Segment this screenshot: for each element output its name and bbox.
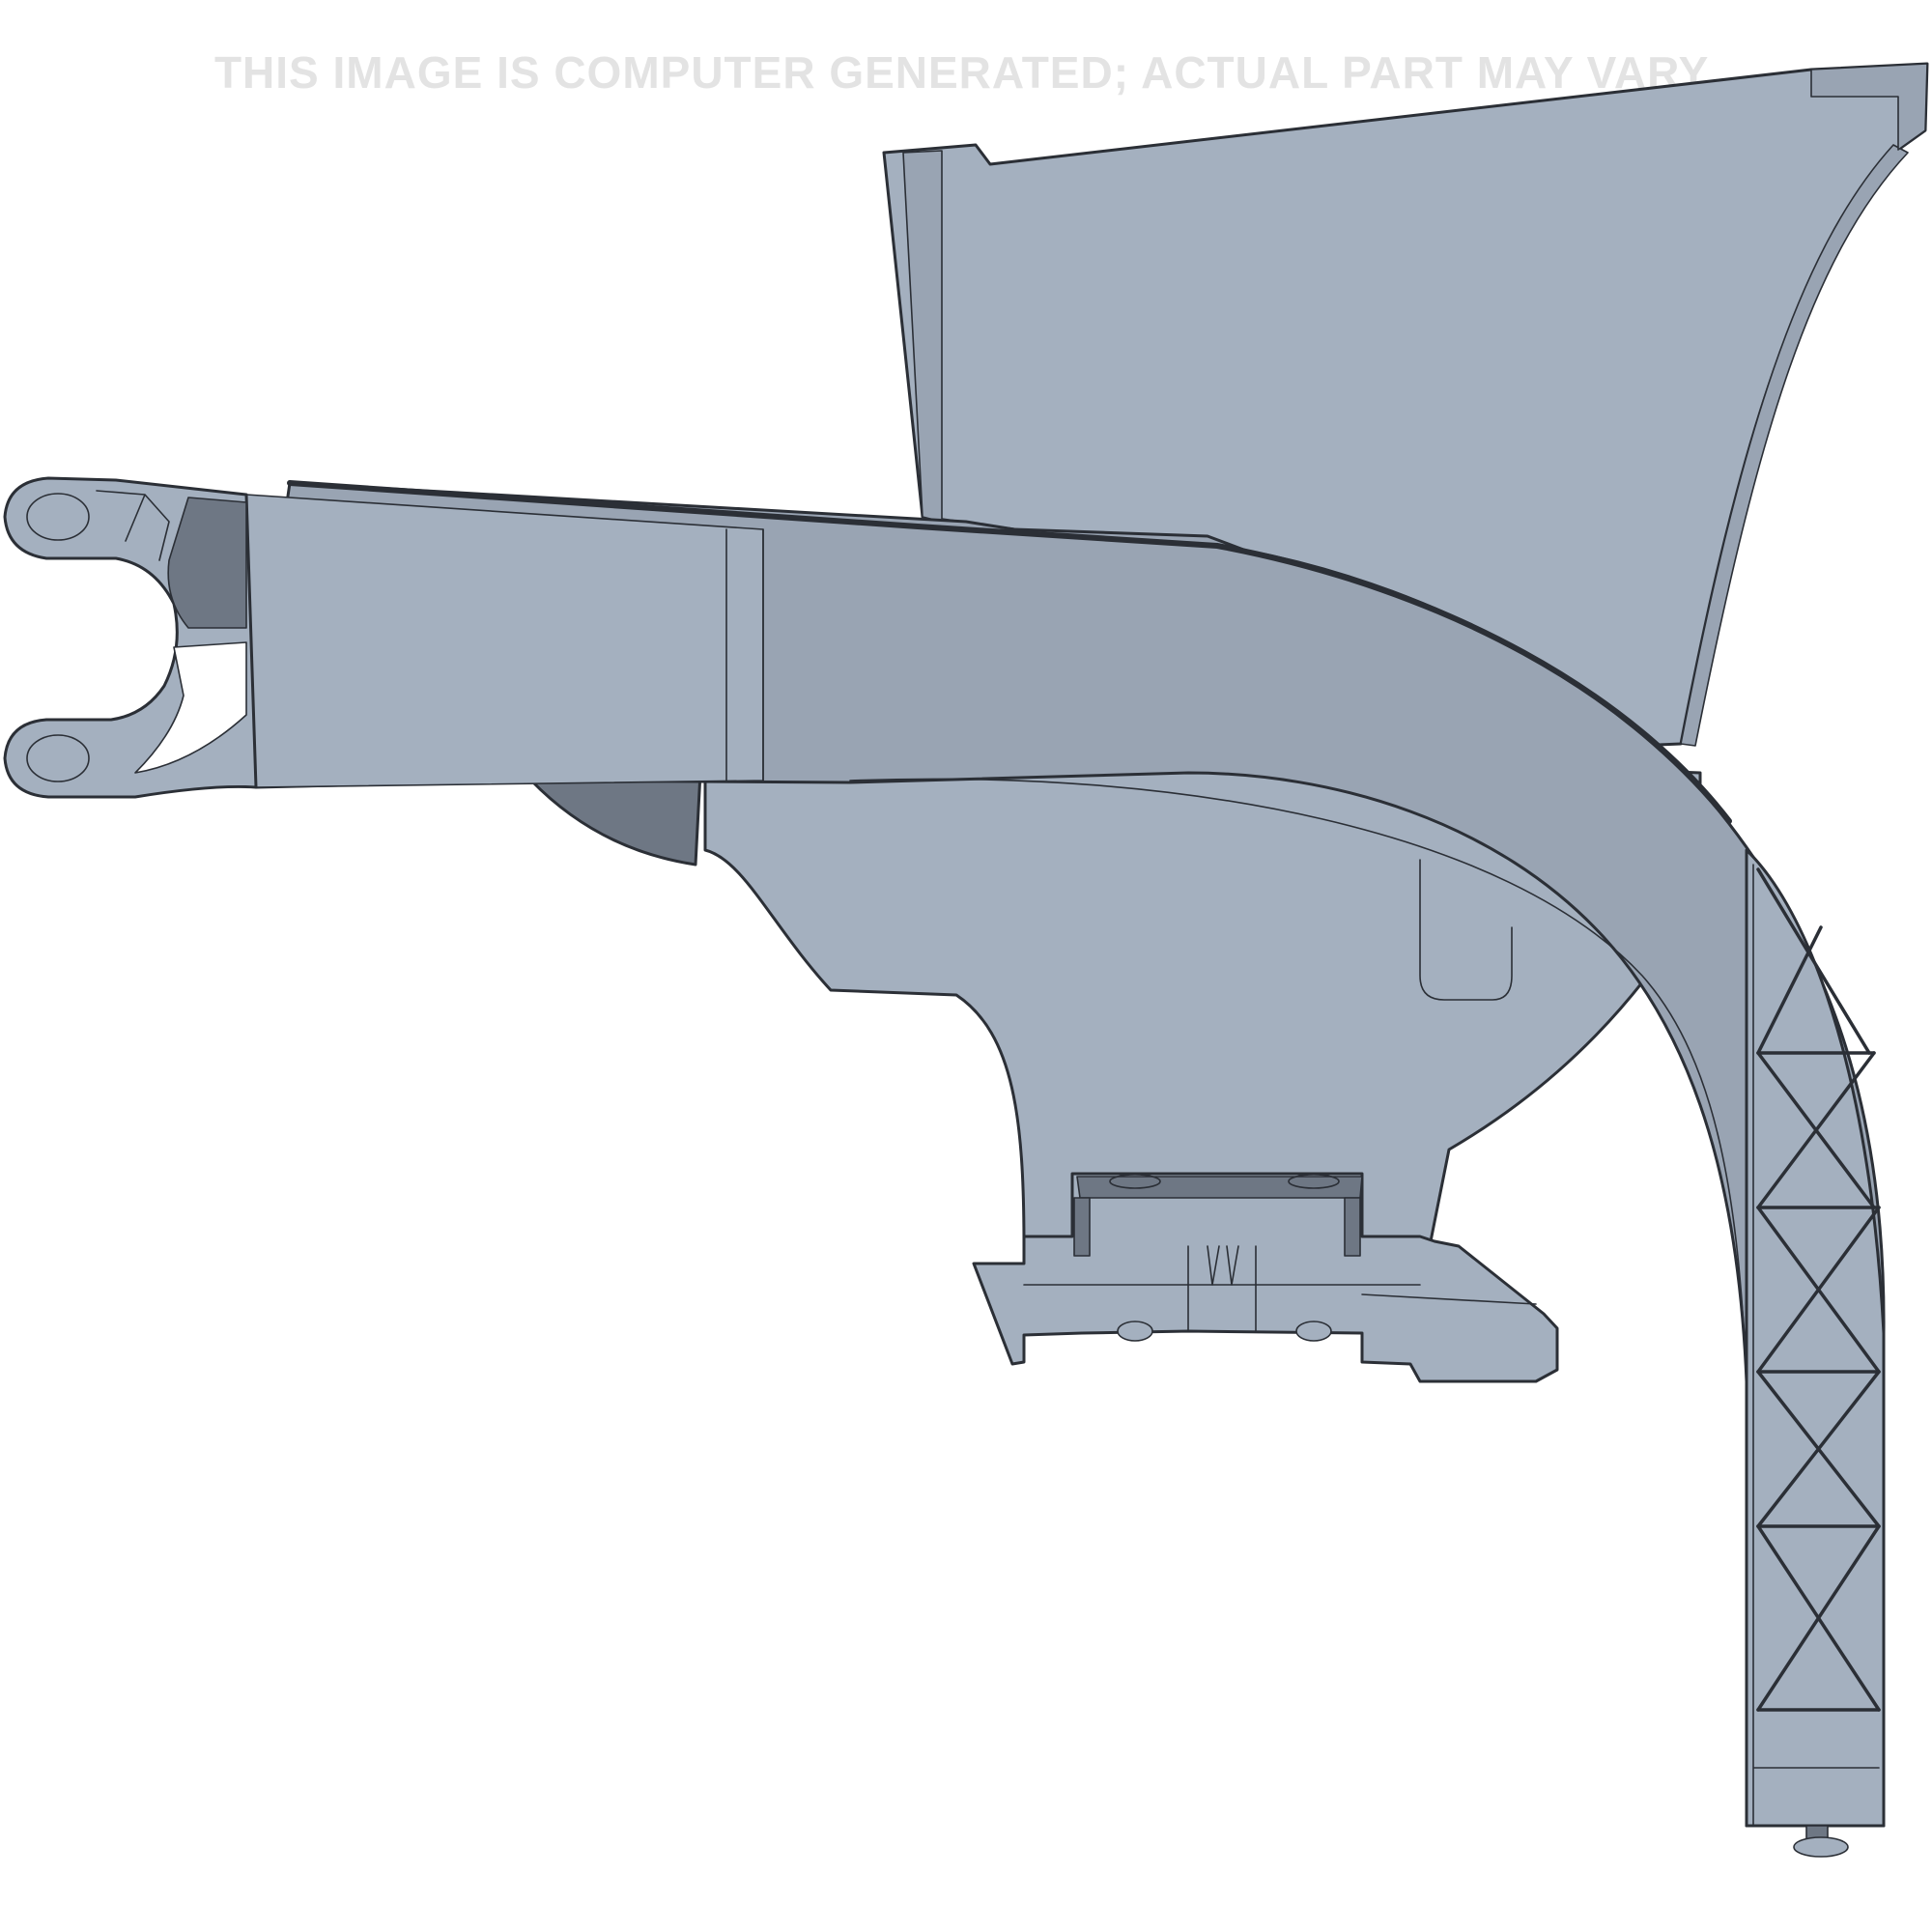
arm-top-edge	[287, 480, 1732, 824]
arm-inner-curve	[849, 778, 1747, 1382]
upper-panel-top-lip	[1810, 63, 1928, 151]
fork-clamp-inner-face	[167, 497, 247, 629]
lattice-ribs	[1756, 867, 1881, 1712]
filter-dome	[529, 771, 702, 867]
fork-clamp-ribs	[96, 490, 170, 561]
leg-foot-cap	[1793, 1836, 1849, 1858]
mounting-connector	[1187, 1245, 1257, 1332]
fork-clamp-hole-top	[26, 493, 90, 541]
mounting-hole-left	[1109, 1174, 1161, 1189]
arm-left-face	[245, 494, 764, 788]
mounting-hole-right	[1288, 1174, 1340, 1189]
arm-seam	[725, 528, 764, 781]
housing-window	[1419, 859, 1513, 1001]
upper-panel-right-rib	[1680, 144, 1909, 747]
disclaimer-watermark: THIS IMAGE IS COMPUTER GENERATED; ACTUAL…	[213, 47, 1719, 98]
lattice-leg-panel	[1745, 848, 1886, 1828]
mounting-bolt-right	[1295, 1321, 1332, 1342]
fork-clamp-slot	[134, 641, 247, 774]
mounting-lower-edge	[1023, 1284, 1537, 1305]
mounting-bolt-left	[1117, 1321, 1153, 1342]
lattice-leg-frame	[1752, 864, 1880, 1827]
mounting-slot-right	[1344, 1197, 1361, 1257]
fork-clamp-hole-bottom	[26, 734, 90, 782]
mounting-slot-left	[1073, 1197, 1091, 1257]
